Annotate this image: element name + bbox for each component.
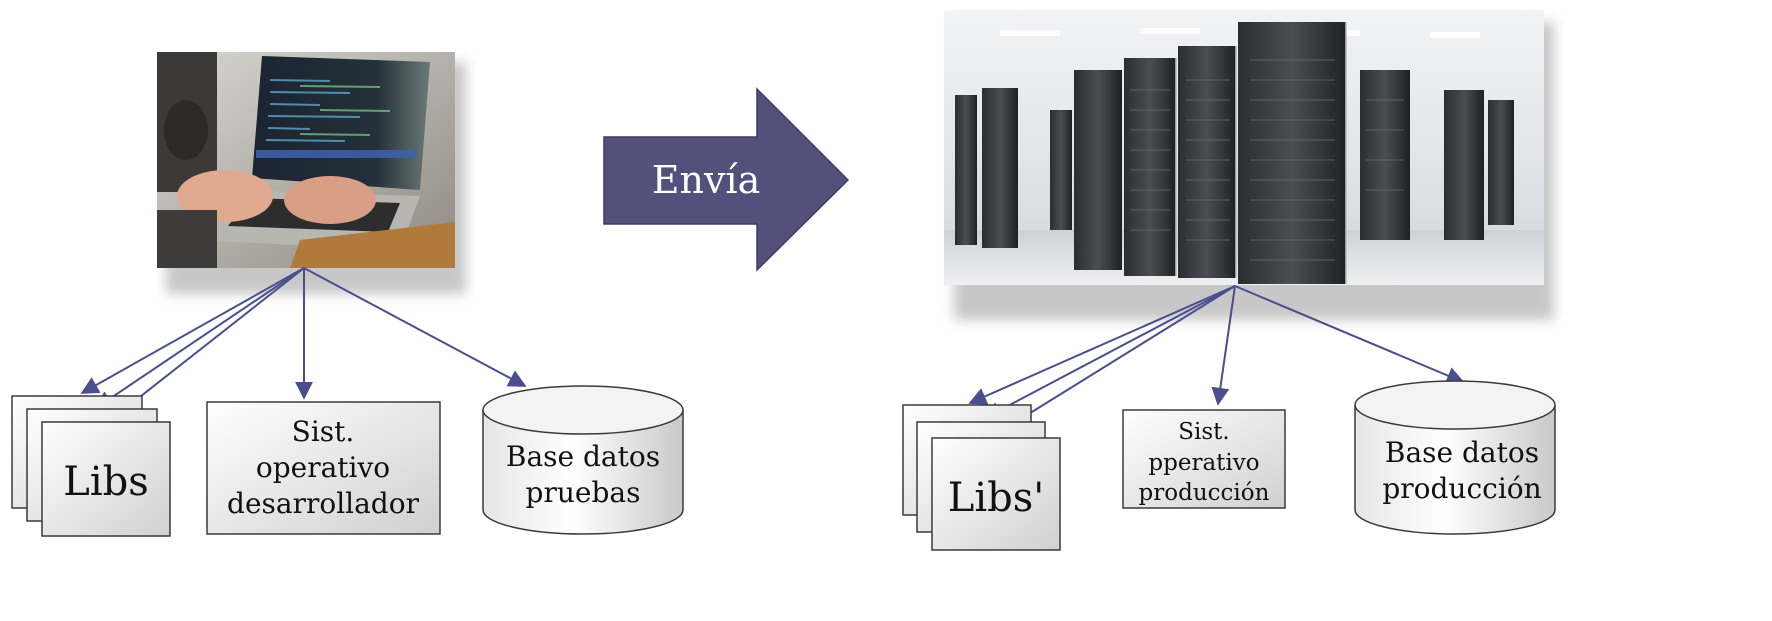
libs-label-left: Libs [63, 459, 149, 505]
os-left-line-2: operativo [256, 451, 390, 484]
db-cylinder-left: Base datos pruebas [482, 385, 684, 535]
os-right-line-3: producción [1139, 480, 1270, 506]
libs-stack-right: Libs' [902, 404, 1061, 551]
libs-stack-left: Libs [11, 395, 171, 537]
right-connectors [968, 285, 1465, 434]
os-left-line-1: Sist. [292, 415, 355, 448]
os-right-line-2: pperativo [1148, 450, 1259, 476]
developer-laptop-photo [157, 52, 466, 294]
db-right-line-1: Base datos [1385, 436, 1539, 469]
send-arrow: Envía [603, 87, 850, 272]
db-cylinder-right: Base datos producción [1354, 380, 1556, 535]
os-box-left: Sist. operativo desarrollador [206, 401, 441, 535]
server-room-photo [944, 10, 1554, 320]
os-right-line-1: Sist. [1178, 419, 1229, 445]
db-left-line-1: Base datos [506, 440, 660, 473]
libs-label-right: Libs' [948, 475, 1044, 521]
os-box-right: Sist. pperativo producción [1122, 409, 1286, 509]
send-arrow-label: Envía [652, 158, 761, 202]
db-right-line-2: producción [1382, 472, 1541, 505]
os-left-line-3: desarrollador [227, 487, 420, 520]
db-left-line-2: pruebas [526, 476, 641, 509]
